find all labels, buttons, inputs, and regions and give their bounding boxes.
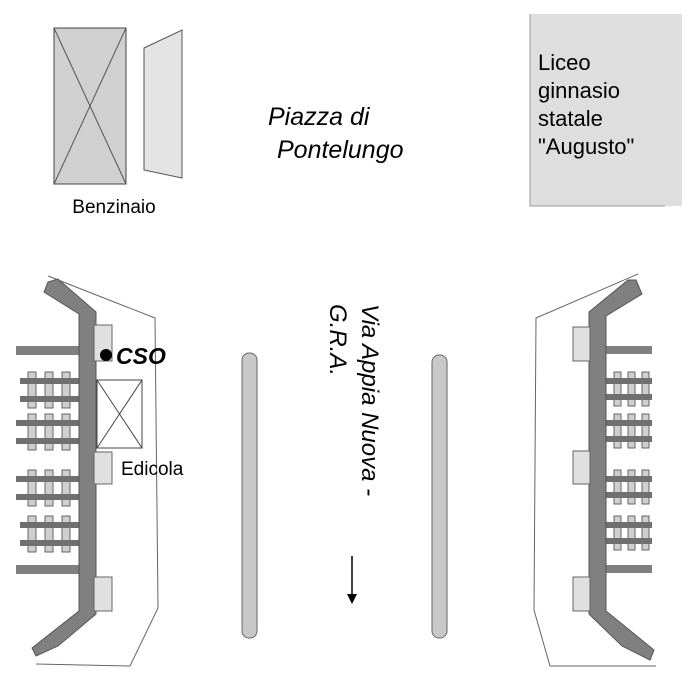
- road-median-left: [241, 352, 258, 639]
- edicola-label: Edicola: [121, 459, 184, 480]
- arrow-down-icon: [347, 556, 357, 604]
- benzinaio-label: Benzinaio: [72, 197, 155, 218]
- road-label-line1: Via Appia Nuova -: [356, 304, 383, 496]
- liceo-label-line1: Liceo: [538, 50, 591, 75]
- road-label-line2: G.R.A.: [324, 304, 351, 376]
- liceo-label-line2: ginnasio: [538, 78, 620, 103]
- liceo-label-line3: statale: [538, 106, 603, 131]
- left-station: Edicola CSO: [16, 275, 184, 667]
- right-station: [533, 273, 656, 667]
- left-station-outline: [35, 275, 159, 667]
- right-tracks: [606, 371, 652, 551]
- left-tracks: [16, 371, 82, 553]
- right-track-stubs: [602, 346, 652, 573]
- right-platform-wall: [588, 279, 655, 661]
- location-dot-icon: [100, 349, 112, 361]
- piazza-label-line2: Pontelungo: [277, 136, 404, 164]
- liceo-label-line4: "Augusto": [538, 134, 634, 159]
- left-track-stubs: [16, 346, 84, 574]
- benzinaio-canopy: [143, 29, 183, 179]
- right-pillars: [572, 326, 591, 612]
- liceo-building: [530, 14, 682, 206]
- road-median-right: [431, 354, 448, 639]
- cso-label: CSO: [116, 343, 166, 369]
- benzinaio-building: [53, 27, 127, 185]
- right-station-outline: [533, 273, 656, 667]
- edicola-kiosk: [96, 379, 143, 449]
- piazza-label-line1: Piazza di: [268, 103, 371, 131]
- left-platform-wall: [31, 278, 97, 657]
- left-pillars: [93, 324, 113, 612]
